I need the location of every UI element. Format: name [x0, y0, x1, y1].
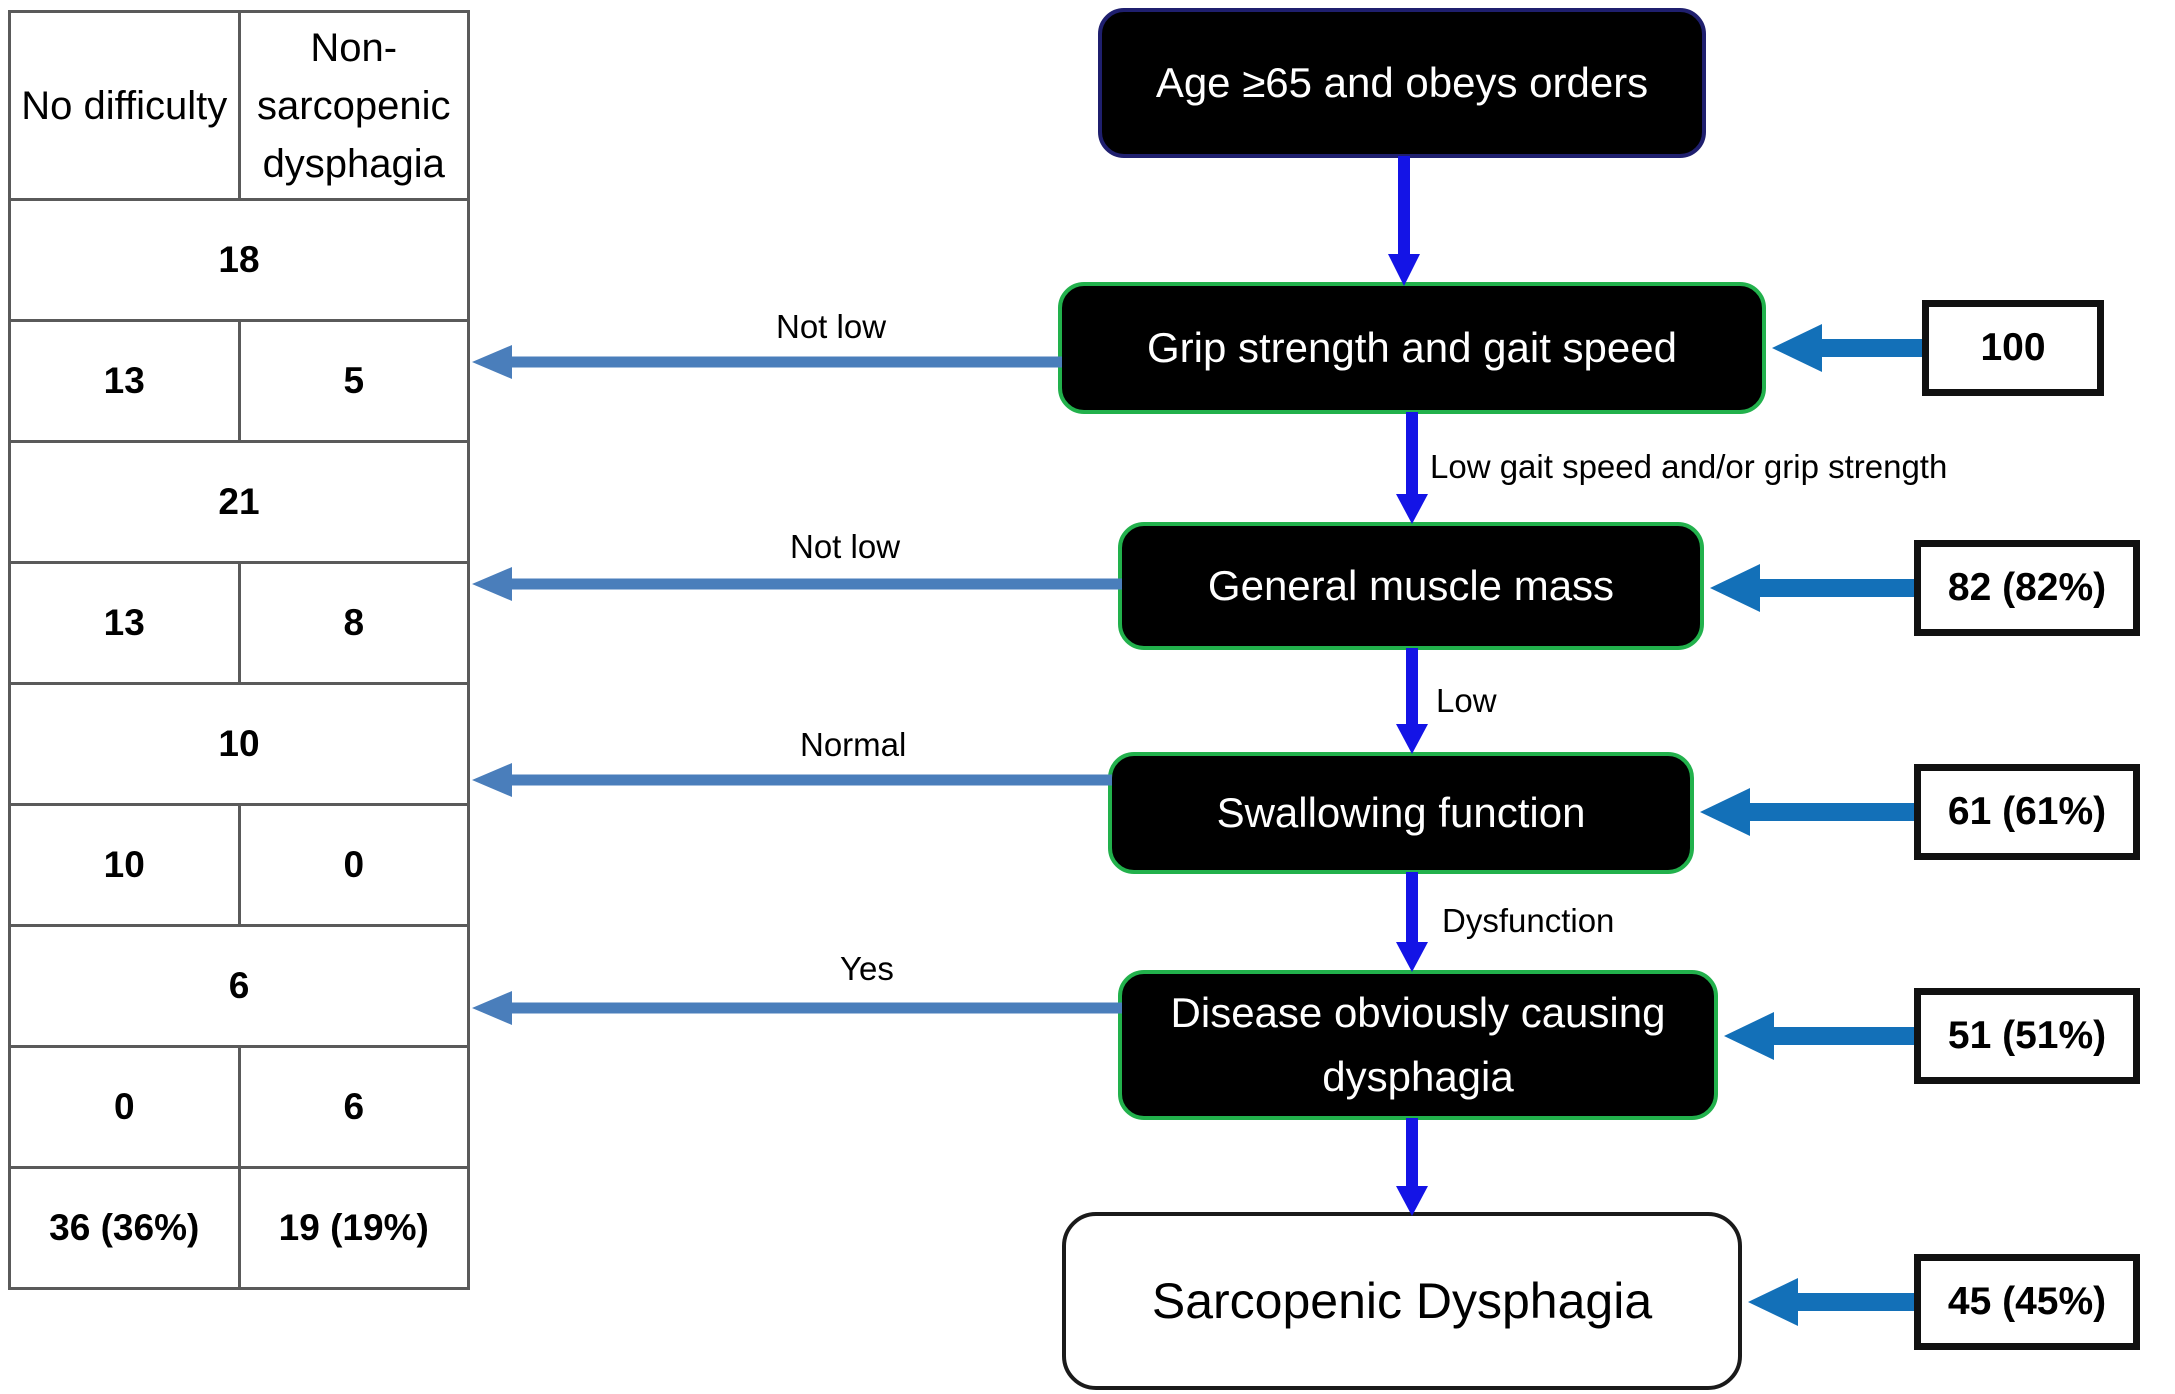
- count-arrow-sarcopenic: [1748, 1278, 1918, 1326]
- cell-right-6: 6: [237, 1045, 470, 1169]
- down-arrow-muscle-to-swallow: [1396, 648, 1428, 754]
- cell-total-non-sarcopenic: 19 (19%): [237, 1166, 470, 1290]
- count-box-muscle: 82 (82%): [1914, 540, 2140, 636]
- table-row: 13 5: [8, 319, 470, 443]
- count-arrow-disease: [1724, 1012, 1916, 1060]
- table-row: 13 8: [8, 561, 470, 685]
- down-arrow-age-to-grip: [1388, 156, 1420, 286]
- flow-node-general-muscle-mass: General muscle mass: [1118, 522, 1704, 650]
- table-total-row: 36 (36%) 19 (19%): [8, 1166, 470, 1290]
- down-arrow-disease-to-sarcopenic: [1396, 1118, 1428, 1216]
- cell-merged-10: 10: [8, 682, 470, 806]
- table-row: 21: [8, 440, 470, 564]
- table-row: 6: [8, 924, 470, 1048]
- edge-label-muscle-exit: Not low: [790, 528, 901, 565]
- count-box-swallow: 61 (61%): [1914, 764, 2140, 860]
- cell-left-13b: 13: [8, 561, 241, 685]
- count-box-disease: 51 (51%): [1914, 988, 2140, 1084]
- edge-label-grip-exit: Not low: [776, 308, 887, 345]
- cell-left-13a: 13: [8, 319, 241, 443]
- edge-label-low-gait-speed: Low gait speed and/or grip strength: [1430, 448, 1948, 485]
- cell-total-no-difficulty: 36 (36%): [8, 1166, 241, 1290]
- edge-label-low: Low: [1436, 682, 1497, 719]
- cell-right-0: 0: [237, 803, 470, 927]
- flow-node-grip-strength: Grip strength and gait speed: [1058, 282, 1766, 414]
- count-box-grip: 100: [1922, 300, 2104, 396]
- down-arrow-grip-to-muscle: [1396, 412, 1428, 524]
- flow-node-disease-causing-dysphagia: Disease obviously causing dysphagia: [1118, 970, 1718, 1120]
- table-header-row: No difficulty Non-sarcopenic dysphagia: [8, 10, 470, 201]
- results-table: No difficulty Non-sarcopenic dysphagia 1…: [8, 10, 470, 1290]
- cell-right-8: 8: [237, 561, 470, 685]
- cell-merged-6: 6: [8, 924, 470, 1048]
- exit-arrow-swallow-normal: [472, 763, 1112, 797]
- edge-label-dysfunction: Dysfunction: [1442, 902, 1615, 939]
- cell-left-10: 10: [8, 803, 241, 927]
- flow-node-age: Age ≥65 and obeys orders: [1098, 8, 1706, 158]
- exit-arrow-muscle-not-low: [472, 567, 1122, 601]
- table-row: 10 0: [8, 803, 470, 927]
- exit-arrow-disease-yes: [472, 991, 1122, 1025]
- flow-node-sarcopenic-dysphagia: Sarcopenic Dysphagia: [1062, 1212, 1742, 1390]
- count-arrow-swallow: [1700, 788, 1916, 836]
- cell-right-5: 5: [237, 319, 470, 443]
- table-row: 0 6: [8, 1045, 470, 1169]
- cell-left-0: 0: [8, 1045, 241, 1169]
- edge-label-disease-exit: Yes: [840, 950, 894, 987]
- exit-arrow-grip-not-low: [472, 345, 1062, 379]
- edge-label-swallow-exit: Normal: [800, 726, 907, 763]
- column-header-non-sarcopenic-dysphagia: Non-sarcopenic dysphagia: [237, 10, 470, 201]
- table-row: 18: [8, 198, 470, 322]
- count-box-sarcopenic: 45 (45%): [1914, 1254, 2140, 1350]
- flow-node-swallowing-function: Swallowing function: [1108, 752, 1694, 874]
- column-header-no-difficulty: No difficulty: [8, 10, 241, 201]
- results-table-wrapper: No difficulty Non-sarcopenic dysphagia 1…: [8, 10, 470, 1290]
- count-arrow-grip: [1772, 324, 1924, 372]
- count-arrow-muscle: [1710, 564, 1916, 612]
- cell-merged-18: 18: [8, 198, 470, 322]
- cell-merged-21: 21: [8, 440, 470, 564]
- down-arrow-swallow-to-disease: [1396, 872, 1428, 972]
- table-row: 10: [8, 682, 470, 806]
